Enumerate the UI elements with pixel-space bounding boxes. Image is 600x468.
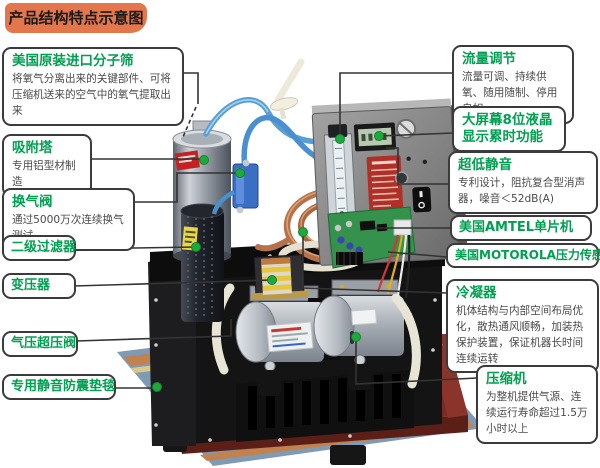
compressor-label xyxy=(266,321,314,353)
callout-anti-vibration-mat: 专用静音防震垫毯 xyxy=(2,374,116,401)
callout-title: 吸附塔 xyxy=(12,140,53,156)
callout-lcd-display: 大屏幕8位液晶显示累时功能 xyxy=(452,106,566,152)
callout-condenser: 冷凝器 机体结构与内部空间布局优化，散热通风顺畅，加装热保护装置，保证机器长时间… xyxy=(446,279,599,374)
no-smoking-icon xyxy=(396,118,417,139)
callout-amtel-mcu: 美国AMTEL单片机 xyxy=(450,215,592,242)
callout-molecular-sieve: 美国原装进口分子筛 将氧气分离出来的关键部件、可将压缩机送来的空气中的氧气提取出… xyxy=(2,47,184,126)
callout-overpressure-valve: 气压超压阀 xyxy=(2,331,78,358)
callout-transformer: 变压器 xyxy=(2,273,76,300)
valve-and-tubes xyxy=(203,58,325,215)
callout-title: 气压超压阀 xyxy=(11,336,77,351)
callout-ultra-quiet: 超低静音 专利设计，阻抗复合型消声器，噪音＜52dB(A) xyxy=(448,151,598,214)
callout-title: 换气阀 xyxy=(12,194,53,210)
power-switch xyxy=(412,186,432,213)
callout-title: 专用静音防震垫毯 xyxy=(11,379,116,394)
callout-title: 变压器 xyxy=(11,278,51,293)
callout-title: 美国MOTOROLA压力传感器 xyxy=(455,248,600,262)
filter-cylinder-graphic xyxy=(180,203,224,322)
callout-title: 美国AMTEL单片机 xyxy=(459,220,574,235)
callout-compressor: 压缩机 为整机提供气源、连续运行寿命超过1.5万小时以上 xyxy=(476,365,598,444)
marker-dots xyxy=(152,131,384,392)
callout-title: 压缩机 xyxy=(486,371,527,387)
callout-desc: 为整机提供气源、连续运行寿命超过1.5万小时以上 xyxy=(486,390,588,435)
callout-title: 冷凝器 xyxy=(456,285,497,301)
page-title: 产品结构特点示意图 xyxy=(5,3,147,33)
callout-desc: 专用铝型材制造 xyxy=(12,159,76,188)
callout-motorola-sensor: 美国MOTOROLA压力传感器 xyxy=(446,243,600,268)
transformer-graphic xyxy=(251,254,309,301)
compressor-graphic xyxy=(211,279,421,396)
callout-secondary-filter: 二级过滤器 xyxy=(2,235,77,262)
tower-red-label xyxy=(174,150,200,171)
callout-desc: 将氧气分离出来的关键部件、可将压缩机送来的空气中的氧气提取出来 xyxy=(12,72,171,117)
callout-title: 大屏幕8位液晶显示累时功能 xyxy=(462,112,553,145)
callout-title: 美国原装进口分子筛 xyxy=(12,53,134,69)
callout-desc: 机体结构与内部空间布局优化，散热通风顺畅，加装热保护装置，保证机器长时间连续运转 xyxy=(456,304,584,365)
callout-desc: 专利设计，阻抗复合型消声器，噪音＜52dB(A) xyxy=(458,176,586,205)
callout-title: 超低静音 xyxy=(458,157,512,173)
intake-tube xyxy=(269,58,305,120)
callout-title: 二级过滤器 xyxy=(11,240,77,255)
warning-label xyxy=(366,155,404,219)
callout-title: 流量调节 xyxy=(462,51,516,67)
